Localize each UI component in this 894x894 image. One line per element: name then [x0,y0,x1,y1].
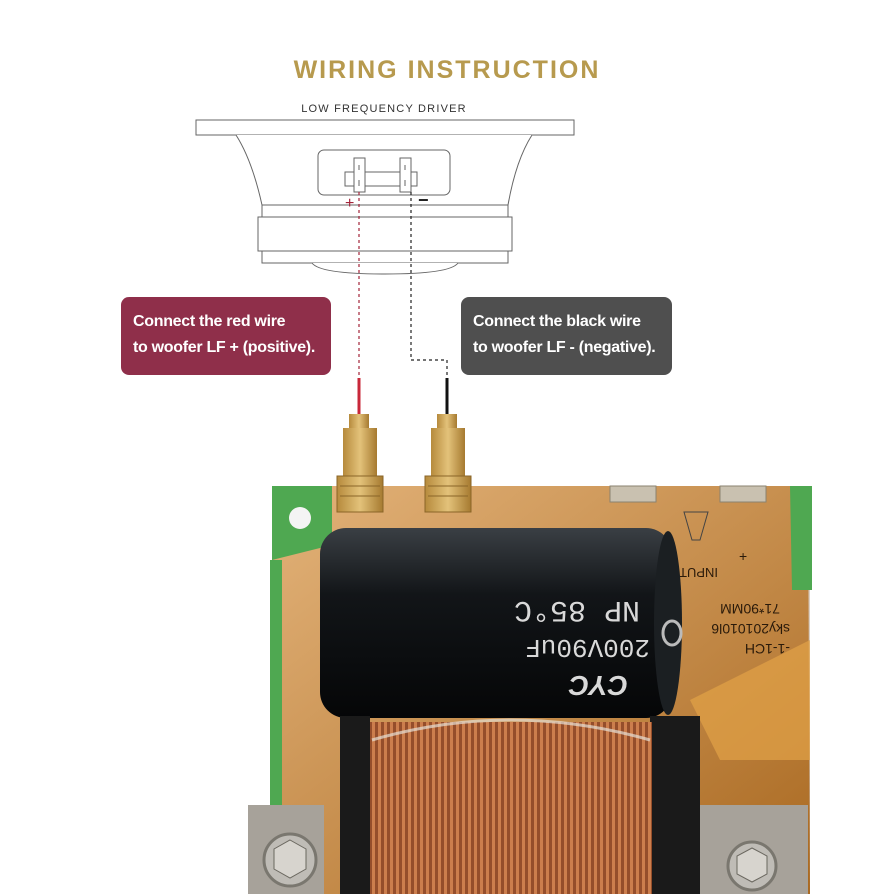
board-input-label: INPUT [679,565,718,580]
board-plus-label: + [739,548,747,564]
black-wire-connector [424,378,472,513]
black-callout-line2: to woofer LF - (negative). [473,339,656,356]
negative-mark: − [418,190,429,210]
capacitor-rating-text: 200V90uF [525,632,650,662]
black-guide-line [410,192,448,378]
red-wire-callout: Connect the red wire to woofer LF + (pos… [121,297,331,375]
capacitor-np-text: NP 85°C [514,592,640,626]
red-wire-connector [336,378,384,513]
red-callout-line2: to woofer LF + (positive). [133,339,315,356]
inductor-coil [248,716,808,894]
black-wire-callout: Connect the black wire to woofer LF - (n… [461,297,672,375]
driver-label: LOW FREQUENCY DRIVER [301,103,467,115]
board-size-label: 71*90MM [720,601,780,617]
woofer-drawing [195,119,575,275]
board-serial-label: sky201010l6 [711,621,790,637]
capacitor-brand-text: CYC [568,670,628,701]
capacitor: NP 85°C 200V90uF CYC [320,528,683,718]
board-model-label: -1-1CH [745,641,790,657]
black-callout-line1: Connect the black wire [473,313,641,330]
red-callout-line1: Connect the red wire [133,313,286,330]
positive-mark: + [345,195,354,212]
page-title: WIRING INSTRUCTION [293,56,601,84]
